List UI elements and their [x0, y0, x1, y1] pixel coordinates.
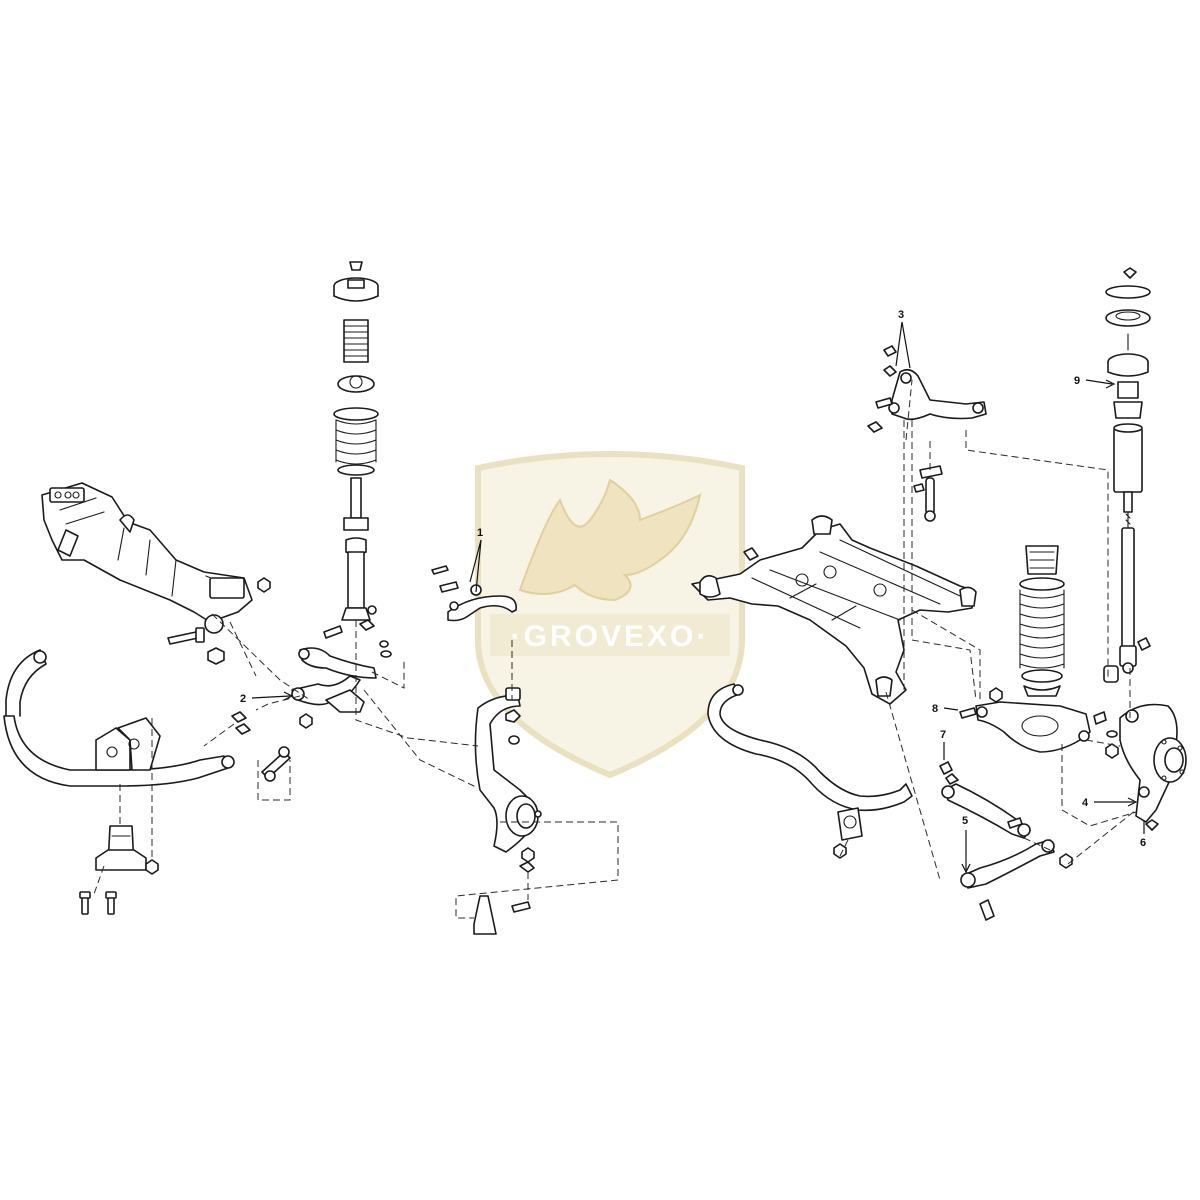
stabilizer-bushing [95, 825, 147, 871]
svg-text:8: 8 [932, 703, 938, 715]
brand-watermark: ·GROVEXO· [475, 451, 745, 779]
stabilizer-link [235, 723, 291, 782]
svg-text:5: 5 [962, 815, 968, 827]
callout-9: 9 [1074, 375, 1116, 389]
callout-2: 2 [240, 691, 294, 705]
rear-lateral-link [960, 817, 1073, 921]
rear-coil-spring [1019, 577, 1065, 697]
callout-7: 7 [940, 729, 946, 760]
rear-upper-arm [867, 345, 987, 433]
rear-knuckle [1119, 703, 1187, 823]
rear-bump-stop [1025, 545, 1059, 575]
callout-3: 3 [895, 309, 911, 369]
svg-text:7: 7 [940, 729, 946, 741]
svg-text:9: 9 [1074, 375, 1080, 387]
rear-shock-bushing [1103, 665, 1119, 683]
watermark-text: ·GROVEXO· [511, 620, 710, 653]
watermark-band [490, 614, 730, 656]
rear-subframe [691, 515, 977, 705]
svg-text:3: 3 [898, 309, 904, 321]
svg-text:1: 1 [477, 527, 483, 539]
strut-mount-bolts [323, 605, 377, 639]
assembly-guide-lines [93, 379, 1137, 919]
subframe-bolt [167, 627, 205, 645]
subframe-rear-nut [257, 577, 271, 593]
knuckle-fasteners [505, 709, 535, 873]
stabilizer-bracket [95, 717, 161, 771]
rear-stabilizer-clamp [833, 807, 863, 859]
front-upper-arm [431, 565, 517, 622]
svg-text:4: 4 [1082, 797, 1089, 809]
front-stabilizer-bar [3, 649, 235, 787]
front-lower-link [291, 675, 365, 713]
subframe-nut [207, 647, 225, 665]
callout-1: 1 [469, 527, 483, 593]
front-subframe [41, 482, 253, 634]
callout-5: 5 [961, 815, 971, 874]
front-upper-link [298, 647, 377, 679]
svg-text:6: 6 [1140, 837, 1146, 849]
callout-4: 4 [1082, 797, 1138, 809]
callout-8: 8 [932, 703, 959, 715]
stabilizer-bolts [79, 859, 159, 915]
link-fasteners [231, 640, 392, 729]
phoenix-logo [518, 478, 702, 602]
brake-dust-shield [473, 895, 531, 935]
rear-knuckle-nuts [1105, 730, 1159, 831]
front-strut-assembly [333, 261, 379, 621]
rear-stabilizer-bar [707, 683, 913, 812]
rear-lower-arm [959, 687, 1107, 753]
rear-shock-absorber [1105, 267, 1151, 674]
callout-6: 6 [1140, 820, 1146, 849]
svg-text:2: 2 [240, 693, 246, 705]
rear-ball-joint-link [913, 465, 943, 522]
front-knuckle [474, 687, 542, 853]
